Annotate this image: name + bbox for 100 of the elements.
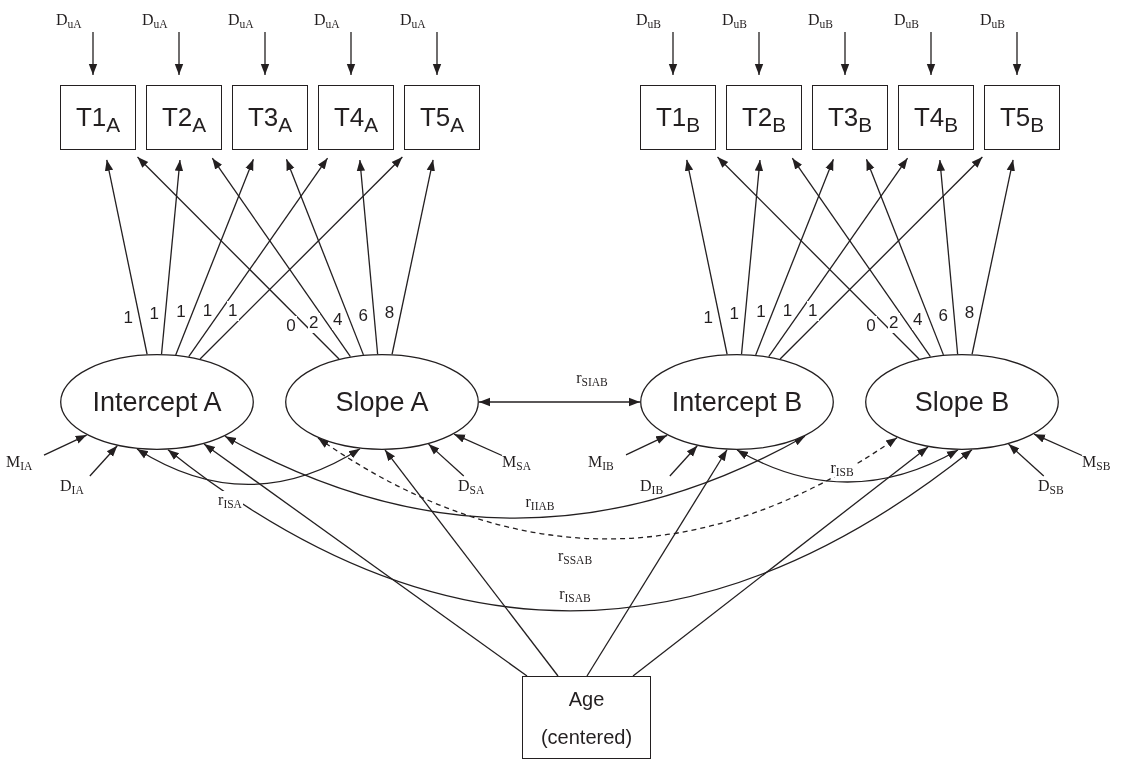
arrow <box>586 449 728 677</box>
arrow <box>740 159 764 355</box>
error-label: D$_{uA}$ <box>228 10 265 32</box>
observed-variable-box <box>318 85 394 150</box>
observed-variable-box <box>640 85 716 150</box>
observed-variable-box <box>726 85 802 150</box>
error-label: M$_{SB}$ <box>1082 452 1120 476</box>
arrow <box>625 434 668 456</box>
variable-label: Slope B <box>914 386 1010 418</box>
variable-label: T5$_{B}$ <box>999 102 1045 133</box>
arrow <box>768 157 909 358</box>
error-label: D$_{uA}$ <box>142 10 179 32</box>
arrow <box>668 31 678 76</box>
error-label: M$_{IA}$ <box>6 452 44 476</box>
arrow <box>160 159 184 355</box>
latent-variable-ellipse <box>640 354 834 450</box>
double-headed-arrow <box>167 449 973 612</box>
error-label: D$_{uB}$ <box>894 10 931 32</box>
arrow <box>1012 31 1022 76</box>
error-label: D$_{uB}$ <box>722 10 759 32</box>
arrow <box>260 31 270 76</box>
variable-label: Intercept A <box>92 386 222 418</box>
latent-variable-ellipse <box>60 354 254 450</box>
double-headed-arrow <box>224 435 806 519</box>
latent-variable-ellipse <box>865 354 1059 450</box>
error-label: D$_{SB}$ <box>1038 476 1076 500</box>
variable-label: T4$_{B}$ <box>913 102 959 133</box>
arrow <box>926 31 936 76</box>
variable-label: T4$_{A}$ <box>333 102 379 133</box>
covariate-box <box>522 676 651 759</box>
error-label: D$_{uB}$ <box>808 10 845 32</box>
arrow <box>188 157 329 358</box>
arrow <box>684 159 728 355</box>
observed-variable-box <box>404 85 480 150</box>
arrow <box>199 156 403 360</box>
latent-variable-ellipse <box>285 354 479 450</box>
observed-variable-box <box>812 85 888 150</box>
arrow <box>1033 433 1083 457</box>
observed-variable-box <box>984 85 1060 150</box>
variable-label: Intercept B <box>671 386 803 418</box>
edge-label: r$_{ISA}$ <box>217 491 243 509</box>
path-coefficient: 2 <box>308 313 320 334</box>
error-label: D$_{IA}$ <box>60 476 98 500</box>
error-label: D$_{SA}$ <box>458 476 496 500</box>
error-label: D$_{uB}$ <box>636 10 673 32</box>
error-label: M$_{IB}$ <box>588 452 626 476</box>
double-headed-arrow <box>136 448 361 486</box>
variable-label: Age (centered) <box>539 686 634 750</box>
arrow <box>88 31 98 76</box>
arrow <box>104 159 148 355</box>
arrow <box>632 446 929 677</box>
arrow <box>391 159 435 355</box>
arrow <box>754 31 764 76</box>
arrow <box>89 445 118 477</box>
variable-label: T5$_{A}$ <box>419 102 465 133</box>
arrow <box>971 159 1015 355</box>
error-label: D$_{uA}$ <box>400 10 437 32</box>
variable-label: Slope A <box>335 386 429 418</box>
arrow <box>936 159 959 355</box>
arrow <box>43 434 88 456</box>
arrow <box>716 156 920 360</box>
arrow <box>427 443 465 477</box>
arrow <box>432 31 442 76</box>
path-coefficient: 1 <box>227 300 239 321</box>
arrow <box>346 31 356 76</box>
arrow <box>384 449 559 677</box>
path-coefficient: 1 <box>807 300 819 321</box>
arrow <box>669 445 698 477</box>
arrow <box>840 31 850 76</box>
variable-label: T2$_{B}$ <box>741 102 787 133</box>
arrow <box>453 433 503 457</box>
path-coefficient: 2 <box>888 313 900 334</box>
arrow <box>755 158 835 356</box>
arrow <box>779 156 983 360</box>
arrow <box>174 31 184 76</box>
observed-variable-box <box>232 85 308 150</box>
arrow <box>203 443 528 677</box>
arrow <box>175 158 255 356</box>
observed-variable-box <box>898 85 974 150</box>
error-label: D$_{IB}$ <box>640 476 678 500</box>
error-label: D$_{uA}$ <box>56 10 93 32</box>
double-headed-arrow <box>478 397 641 407</box>
observed-variable-box <box>146 85 222 150</box>
error-label: D$_{uA}$ <box>314 10 351 32</box>
arrow <box>356 159 379 355</box>
error-label: D$_{uB}$ <box>980 10 1017 32</box>
arrow <box>791 157 932 358</box>
observed-variable-box <box>60 85 136 150</box>
variable-label: T3$_{B}$ <box>827 102 873 133</box>
arrow <box>865 158 945 356</box>
variable-label: T2$_{A}$ <box>161 102 207 133</box>
arrow <box>211 157 352 358</box>
variable-label: T1$_{A}$ <box>75 102 121 133</box>
double-headed-arrow <box>317 437 898 540</box>
arrow <box>285 158 365 356</box>
variable-label: T1$_{B}$ <box>655 102 701 133</box>
variable-label: T3$_{A}$ <box>247 102 293 133</box>
error-label: M$_{SA}$ <box>502 452 540 476</box>
arrow <box>136 156 340 360</box>
arrow <box>1007 443 1045 477</box>
